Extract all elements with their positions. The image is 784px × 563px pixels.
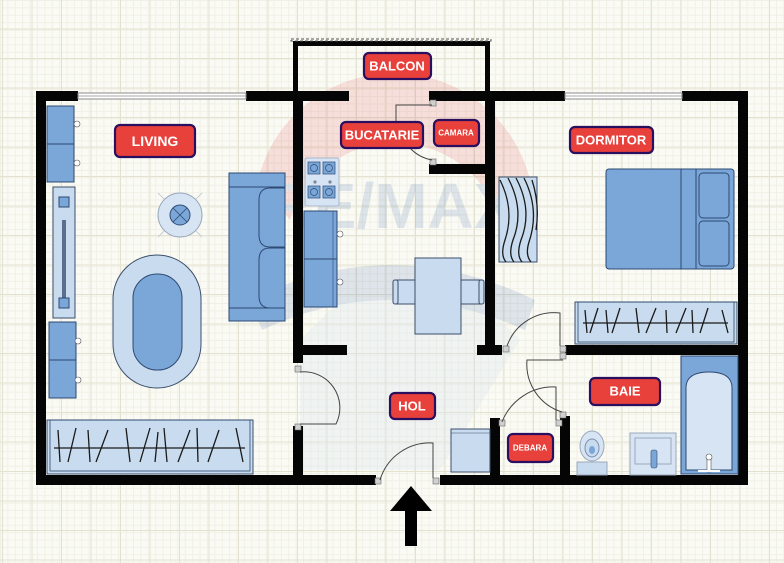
up-arrow-icon	[390, 486, 432, 546]
room-label-text: BUCATARIE	[345, 128, 420, 143]
living-furniture	[46, 105, 286, 475]
room-label-text: CAMARA	[438, 129, 474, 138]
room-label-balcon: BALCON	[362, 51, 433, 81]
room-label-text: LIVING	[132, 133, 179, 149]
bathroom-fixtures	[576, 355, 739, 476]
room-label-bucatarie: BUCATARIE	[339, 120, 425, 150]
hall-furniture	[450, 428, 491, 473]
hall-shade	[300, 300, 520, 470]
walls	[36, 38, 748, 485]
doors	[294, 99, 567, 485]
room-label-baie: BAIE	[588, 376, 662, 407]
room-label-text: BALCON	[369, 59, 425, 74]
room-label-text: DORMITOR	[576, 133, 647, 148]
room-label-text: DEBARA	[513, 444, 547, 453]
room-label-camara: CAMARA	[432, 118, 481, 148]
room-label-hol: HOL	[388, 391, 437, 421]
room-label-debara: DEBARA	[506, 432, 555, 464]
kitchen-furniture	[303, 157, 485, 335]
room-label-living: LIVING	[113, 123, 197, 159]
entrance-arrow	[390, 486, 432, 546]
bedroom-furniture	[498, 168, 738, 345]
room-label-text: BAIE	[609, 384, 640, 399]
room-label-text: HOL	[398, 399, 426, 414]
room-label-dormitor: DORMITOR	[568, 125, 655, 155]
